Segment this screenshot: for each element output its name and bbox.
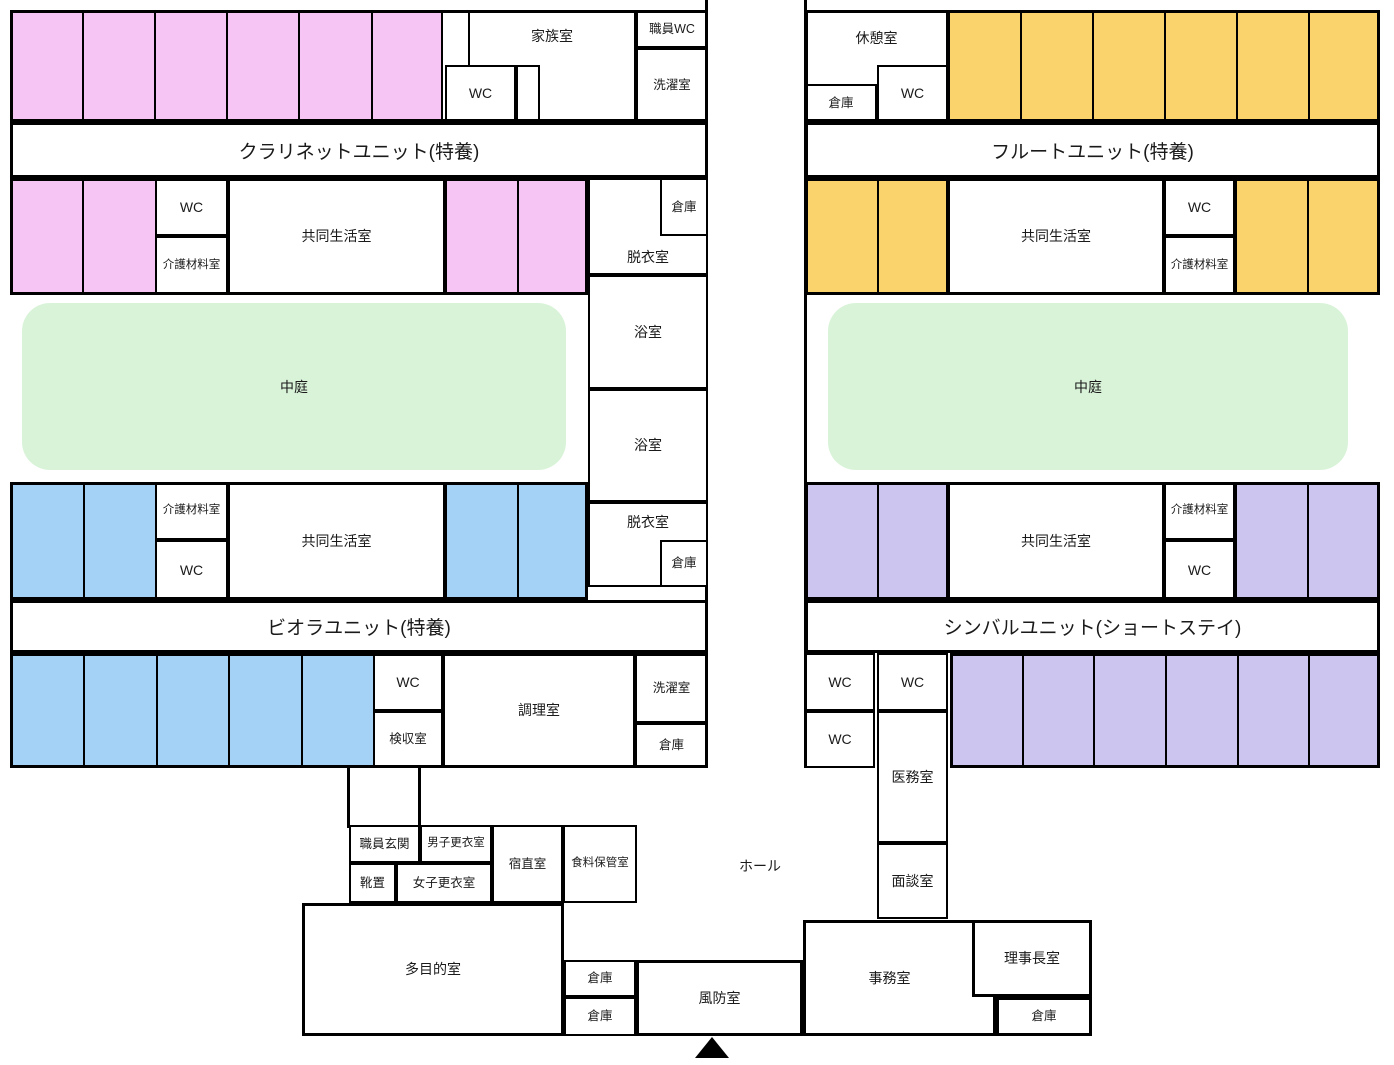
bedroom-cell <box>82 10 156 122</box>
bedroom-cell <box>1308 10 1380 122</box>
room-storage: 倉庫 <box>635 723 708 768</box>
corridor-right-wall <box>804 0 807 768</box>
bedroom-cell <box>1022 653 1095 768</box>
bedroom-cell <box>10 482 85 600</box>
bedroom-cell <box>1236 10 1310 122</box>
room-receiving: 検収室 <box>373 711 443 768</box>
room-kitchen: 調理室 <box>443 653 635 768</box>
courtyard-left: 中庭 <box>22 303 566 470</box>
room-common-living: 共同生活室 <box>948 482 1164 600</box>
room-staff-wc: 職員WC <box>636 10 708 48</box>
bedroom-cell <box>877 482 948 600</box>
room-wc: WC <box>1164 540 1235 600</box>
bedroom-cell <box>82 178 157 295</box>
room-storage: 倉庫 <box>996 997 1092 1036</box>
bedroom-cell <box>877 178 948 295</box>
bedroom-cell <box>1307 178 1380 295</box>
room-office: 事務室 <box>803 920 996 1036</box>
bedroom-cell <box>10 178 84 295</box>
bedroom-cell <box>445 178 519 295</box>
room-unlabeled <box>516 65 540 122</box>
bedroom-cell <box>517 482 588 600</box>
bedroom-cell <box>10 10 84 122</box>
bedroom-cell <box>805 482 879 600</box>
bedroom-cell <box>1308 653 1380 768</box>
room-staff-entrance: 職員玄関 <box>349 825 420 863</box>
room-storage: 倉庫 <box>805 84 877 122</box>
room-wc: WC <box>877 65 948 122</box>
bedroom-cell <box>371 10 443 122</box>
flute-unit-banner: フルートユニット(特養) <box>805 122 1380 178</box>
bedroom-cell <box>805 178 879 295</box>
staff-corridor-right-wall <box>418 768 421 828</box>
bedroom-cell <box>1235 178 1309 295</box>
hall-label: ホール <box>739 858 781 874</box>
room-common-living: 共同生活室 <box>228 482 445 600</box>
room-meeting: 面談室 <box>877 843 948 919</box>
bedroom-cell <box>301 653 375 768</box>
room-storage: 倉庫 <box>564 960 636 997</box>
bedroom-cell <box>298 10 373 122</box>
bedroom-cell <box>1093 653 1167 768</box>
room-bath: 浴室 <box>588 275 708 389</box>
room-medical: 医務室 <box>877 711 948 843</box>
room-wc: WC <box>155 178 228 236</box>
room-care-materials: 介護材料室 <box>155 482 228 540</box>
courtyard-right: 中庭 <box>828 303 1348 470</box>
bedroom-cell <box>154 10 228 122</box>
bedroom-cell <box>948 10 1022 122</box>
bedroom-cell <box>1020 10 1094 122</box>
bedroom-cell <box>1092 10 1166 122</box>
room-womens-changing: 女子更衣室 <box>396 863 492 903</box>
room-storage: 倉庫 <box>564 997 636 1036</box>
bedroom-cell <box>950 653 1024 768</box>
room-wc: WC <box>1164 178 1235 236</box>
bedroom-cell <box>83 653 158 768</box>
bedroom-cell <box>1164 10 1238 122</box>
bedroom-cell <box>1237 653 1310 768</box>
room-common-living: 共同生活室 <box>948 178 1164 295</box>
room-director: 理事長室 <box>972 920 1092 997</box>
room-wc: WC <box>445 65 516 122</box>
room-laundry: 洗濯室 <box>636 48 708 122</box>
room-wc: WC <box>373 653 443 711</box>
room-bath: 浴室 <box>588 389 708 502</box>
room-storage: 倉庫 <box>660 540 708 587</box>
bedroom-cell <box>517 178 588 295</box>
entrance-arrow-icon <box>695 1037 729 1058</box>
room-care-materials: 介護材料室 <box>1164 482 1235 540</box>
bedroom-cell <box>83 482 157 600</box>
bedroom-cell <box>156 653 230 768</box>
bedroom-cell <box>228 653 303 768</box>
room-night-duty: 宿直室 <box>492 825 563 903</box>
clarinet-unit-banner: クラリネットユニット(特養) <box>10 122 708 178</box>
room-common-living: 共同生活室 <box>228 178 445 295</box>
room-storage: 倉庫 <box>660 178 708 236</box>
bedroom-cell <box>226 10 300 122</box>
room-care-materials: 介護材料室 <box>1164 236 1235 295</box>
bedroom-cell <box>10 653 85 768</box>
bedroom-cell <box>1235 482 1309 600</box>
room-multipurpose: 多目的室 <box>302 903 564 1036</box>
cymbal-unit-banner: シンバルユニット(ショートステイ) <box>805 600 1380 653</box>
room-wc: WC <box>805 711 875 768</box>
bedroom-cell <box>445 482 519 600</box>
room-wc: WC <box>877 653 948 711</box>
bedroom-cell <box>1307 482 1380 600</box>
room-laundry: 洗濯室 <box>635 653 708 723</box>
room-wc: WC <box>155 540 228 600</box>
room-wc: WC <box>805 653 875 711</box>
room-windbreak: 風防室 <box>636 960 803 1036</box>
staff-corridor-left-wall <box>347 768 350 828</box>
room-care-materials: 介護材料室 <box>155 236 228 295</box>
viola-unit-banner: ビオラユニット(特養) <box>10 600 708 653</box>
bedroom-cell <box>1165 653 1239 768</box>
room-food-storage: 食料保管室 <box>563 825 637 903</box>
room-mens-changing: 男子更衣室 <box>420 825 492 863</box>
room-shoe-rack: 靴置 <box>349 863 396 903</box>
